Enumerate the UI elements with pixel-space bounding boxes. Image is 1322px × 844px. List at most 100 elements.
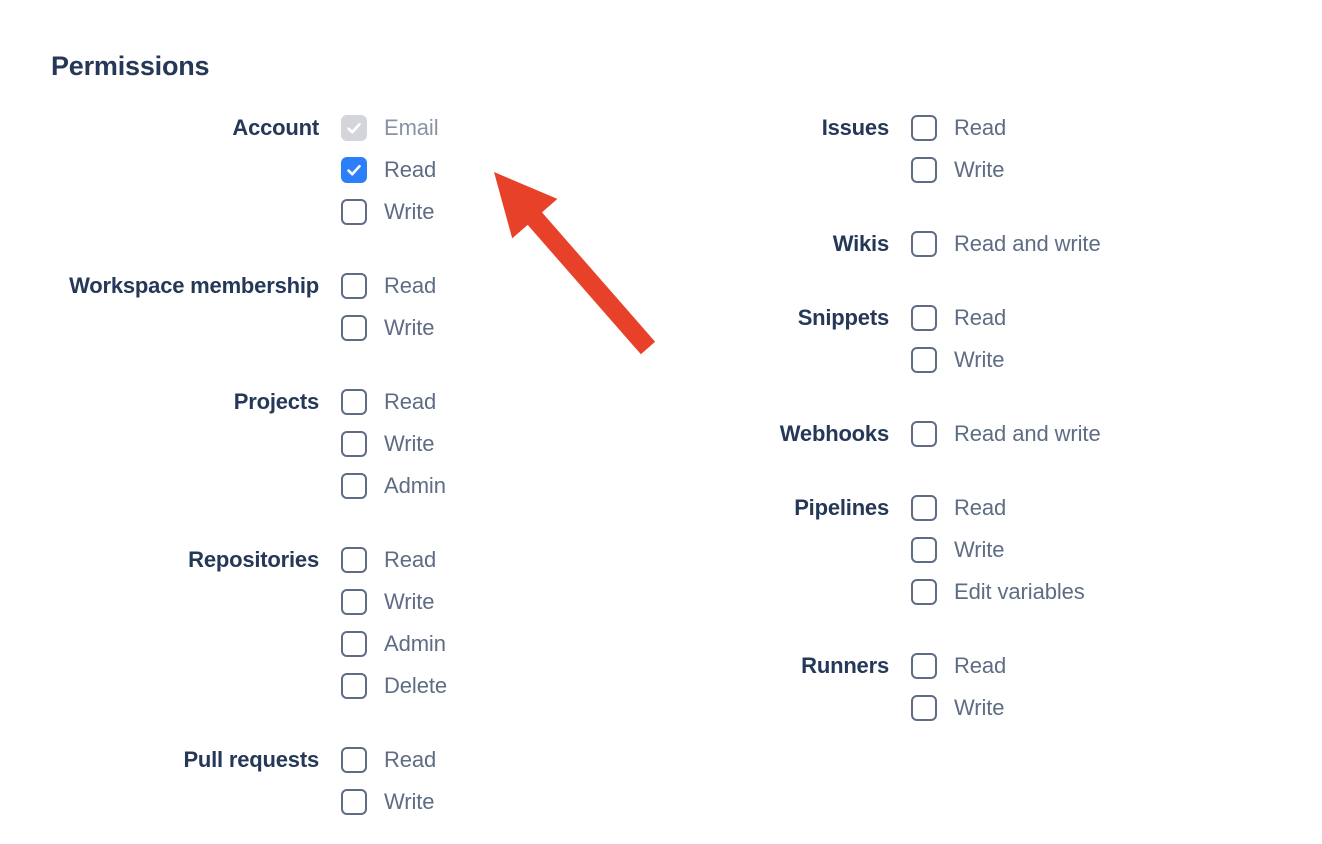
permission-option-projects-admin[interactable]: Admin	[341, 465, 660, 507]
checkbox-repositories-admin[interactable]	[341, 631, 367, 657]
checkbox-label: Email	[384, 115, 439, 140]
checkbox-label[interactable]: Read	[384, 747, 437, 772]
checkbox-repositories-write[interactable]	[341, 589, 367, 615]
permission-group-label: Workspace membership	[69, 273, 319, 298]
checkbox-label[interactable]: Read	[384, 389, 437, 414]
permission-group-label: Projects	[233, 389, 319, 414]
checkbox-label[interactable]: Read and write	[954, 421, 1101, 446]
checkbox-label[interactable]: Read	[954, 653, 1007, 678]
checkbox-label[interactable]: Read and write	[954, 231, 1101, 256]
checkbox-label[interactable]: Write	[384, 589, 435, 614]
permission-option-repositories-admin[interactable]: Admin	[341, 623, 660, 665]
permission-option-account-read[interactable]: Read	[341, 149, 660, 191]
permission-group-label: Issues	[821, 115, 889, 140]
checkbox-label[interactable]: Read	[954, 115, 1007, 140]
checkbox-label[interactable]: Read	[384, 273, 437, 298]
permission-option-projects-write[interactable]: Write	[341, 423, 660, 465]
permission-group-label: Snippets	[797, 305, 890, 330]
checkbox-pipelines-write[interactable]	[911, 537, 937, 563]
checkbox-workspace-membership-read[interactable]	[341, 273, 367, 299]
checkbox-label[interactable]: Read	[954, 495, 1007, 520]
checkbox-label[interactable]: Edit variables	[954, 579, 1085, 604]
checkbox-label[interactable]: Write	[954, 537, 1005, 562]
permission-option-list: Read and write	[911, 413, 1255, 455]
checkbox-workspace-membership-write[interactable]	[341, 315, 367, 341]
checkbox-label[interactable]: Write	[954, 347, 1005, 372]
checkbox-runners-read[interactable]	[911, 653, 937, 679]
checkbox-wikis-read-and-write[interactable]	[911, 231, 937, 257]
permission-option-account-email: Email	[341, 107, 660, 149]
permission-option-pipelines-read[interactable]: Read	[911, 487, 1255, 529]
checkbox-repositories-read[interactable]	[341, 547, 367, 573]
permission-option-pull-requests-write[interactable]: Write	[341, 781, 660, 823]
permission-option-projects-read[interactable]: Read	[341, 381, 660, 423]
checkbox-label[interactable]: Write	[384, 431, 435, 456]
checkbox-issues-write[interactable]	[911, 157, 937, 183]
checkbox-pipelines-read[interactable]	[911, 495, 937, 521]
checkbox-label[interactable]: Write	[384, 199, 435, 224]
checkbox-label[interactable]: Read	[954, 305, 1007, 330]
checkbox-snippets-write[interactable]	[911, 347, 937, 373]
checkbox-label[interactable]: Read	[384, 157, 437, 182]
checkbox-label[interactable]: Admin	[384, 473, 446, 498]
checkbox-projects-write[interactable]	[341, 431, 367, 457]
checkbox-snippets-read[interactable]	[911, 305, 937, 331]
permission-option-workspace-membership-read[interactable]: Read	[341, 265, 660, 307]
page-title: Permissions	[51, 51, 210, 81]
permission-option-workspace-membership-write[interactable]: Write	[341, 307, 660, 349]
permission-option-snippets-write[interactable]: Write	[911, 339, 1255, 381]
checkbox-webhooks-read-and-write[interactable]	[911, 421, 937, 447]
permission-option-issues-write[interactable]: Write	[911, 149, 1255, 191]
permission-group-webhooks: Webhooks Read and write	[595, 413, 1255, 455]
checkbox-label[interactable]: Write	[384, 315, 435, 340]
checkbox-label[interactable]: Write	[384, 789, 435, 814]
permission-option-wikis-read-and-write[interactable]: Read and write	[911, 223, 1255, 265]
permission-option-issues-read[interactable]: Read	[911, 107, 1255, 149]
checkbox-runners-write[interactable]	[911, 695, 937, 721]
permission-option-runners-read[interactable]: Read	[911, 645, 1255, 687]
permission-option-pull-requests-read[interactable]: Read	[341, 739, 660, 781]
permission-option-repositories-read[interactable]: Read	[341, 539, 660, 581]
permission-option-repositories-delete[interactable]: Delete	[341, 665, 660, 707]
permission-group-label: Account	[232, 115, 319, 140]
checkbox-account-write[interactable]	[341, 199, 367, 225]
permission-group-label: Repositories	[188, 547, 319, 572]
checkbox-account-read[interactable]	[341, 157, 367, 183]
permission-option-snippets-read[interactable]: Read	[911, 297, 1255, 339]
checkbox-projects-read[interactable]	[341, 389, 367, 415]
checkbox-label[interactable]: Write	[954, 695, 1005, 720]
checkbox-account-email	[341, 115, 367, 141]
permission-group-label: Pull requests	[183, 747, 319, 772]
permission-option-account-write[interactable]: Write	[341, 191, 660, 233]
checkbox-projects-admin[interactable]	[341, 473, 367, 499]
checkbox-label[interactable]: Admin	[384, 631, 446, 656]
permission-group-label: Pipelines	[794, 495, 889, 520]
permission-option-repositories-write[interactable]: Write	[341, 581, 660, 623]
checkbox-label[interactable]: Read	[384, 547, 437, 572]
checkbox-issues-read[interactable]	[911, 115, 937, 141]
permission-option-pipelines-edit-variables[interactable]: Edit variables	[911, 571, 1255, 613]
checkbox-label[interactable]: Write	[954, 157, 1005, 182]
permission-option-webhooks-read-and-write[interactable]: Read and write	[911, 413, 1255, 455]
checkbox-pipelines-edit-variables[interactable]	[911, 579, 937, 605]
checkbox-label[interactable]: Delete	[384, 673, 447, 698]
checkbox-pull-requests-write[interactable]	[341, 789, 367, 815]
permission-group-label: Webhooks	[779, 421, 889, 446]
checkbox-pull-requests-read[interactable]	[341, 747, 367, 773]
permission-option-runners-write[interactable]: Write	[911, 687, 1255, 729]
permission-option-pipelines-write[interactable]: Write	[911, 529, 1255, 571]
checkbox-repositories-delete[interactable]	[341, 673, 367, 699]
